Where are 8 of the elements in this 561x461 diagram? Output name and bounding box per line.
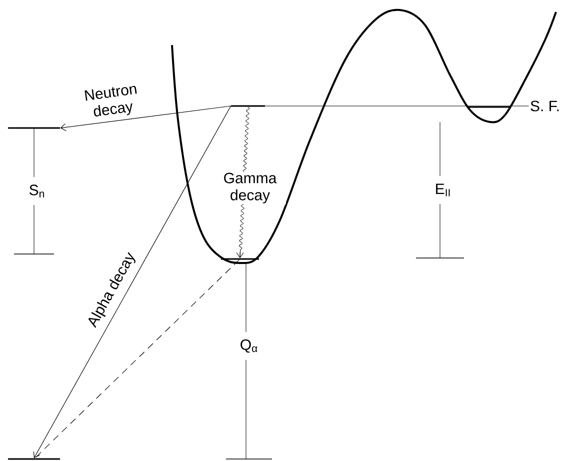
node-label: S. F. <box>530 100 559 112</box>
edge-label: Neutron decay <box>84 86 137 116</box>
dimension-label: S$_{n}$ <box>30 184 44 198</box>
edge-label: Gamma decay <box>214 172 286 204</box>
dimension-label: E$_{II}$ <box>436 184 450 196</box>
arrow <box>60 106 232 132</box>
arrow <box>33 106 232 458</box>
dimension-label: Q$_{α}$ <box>240 339 258 353</box>
